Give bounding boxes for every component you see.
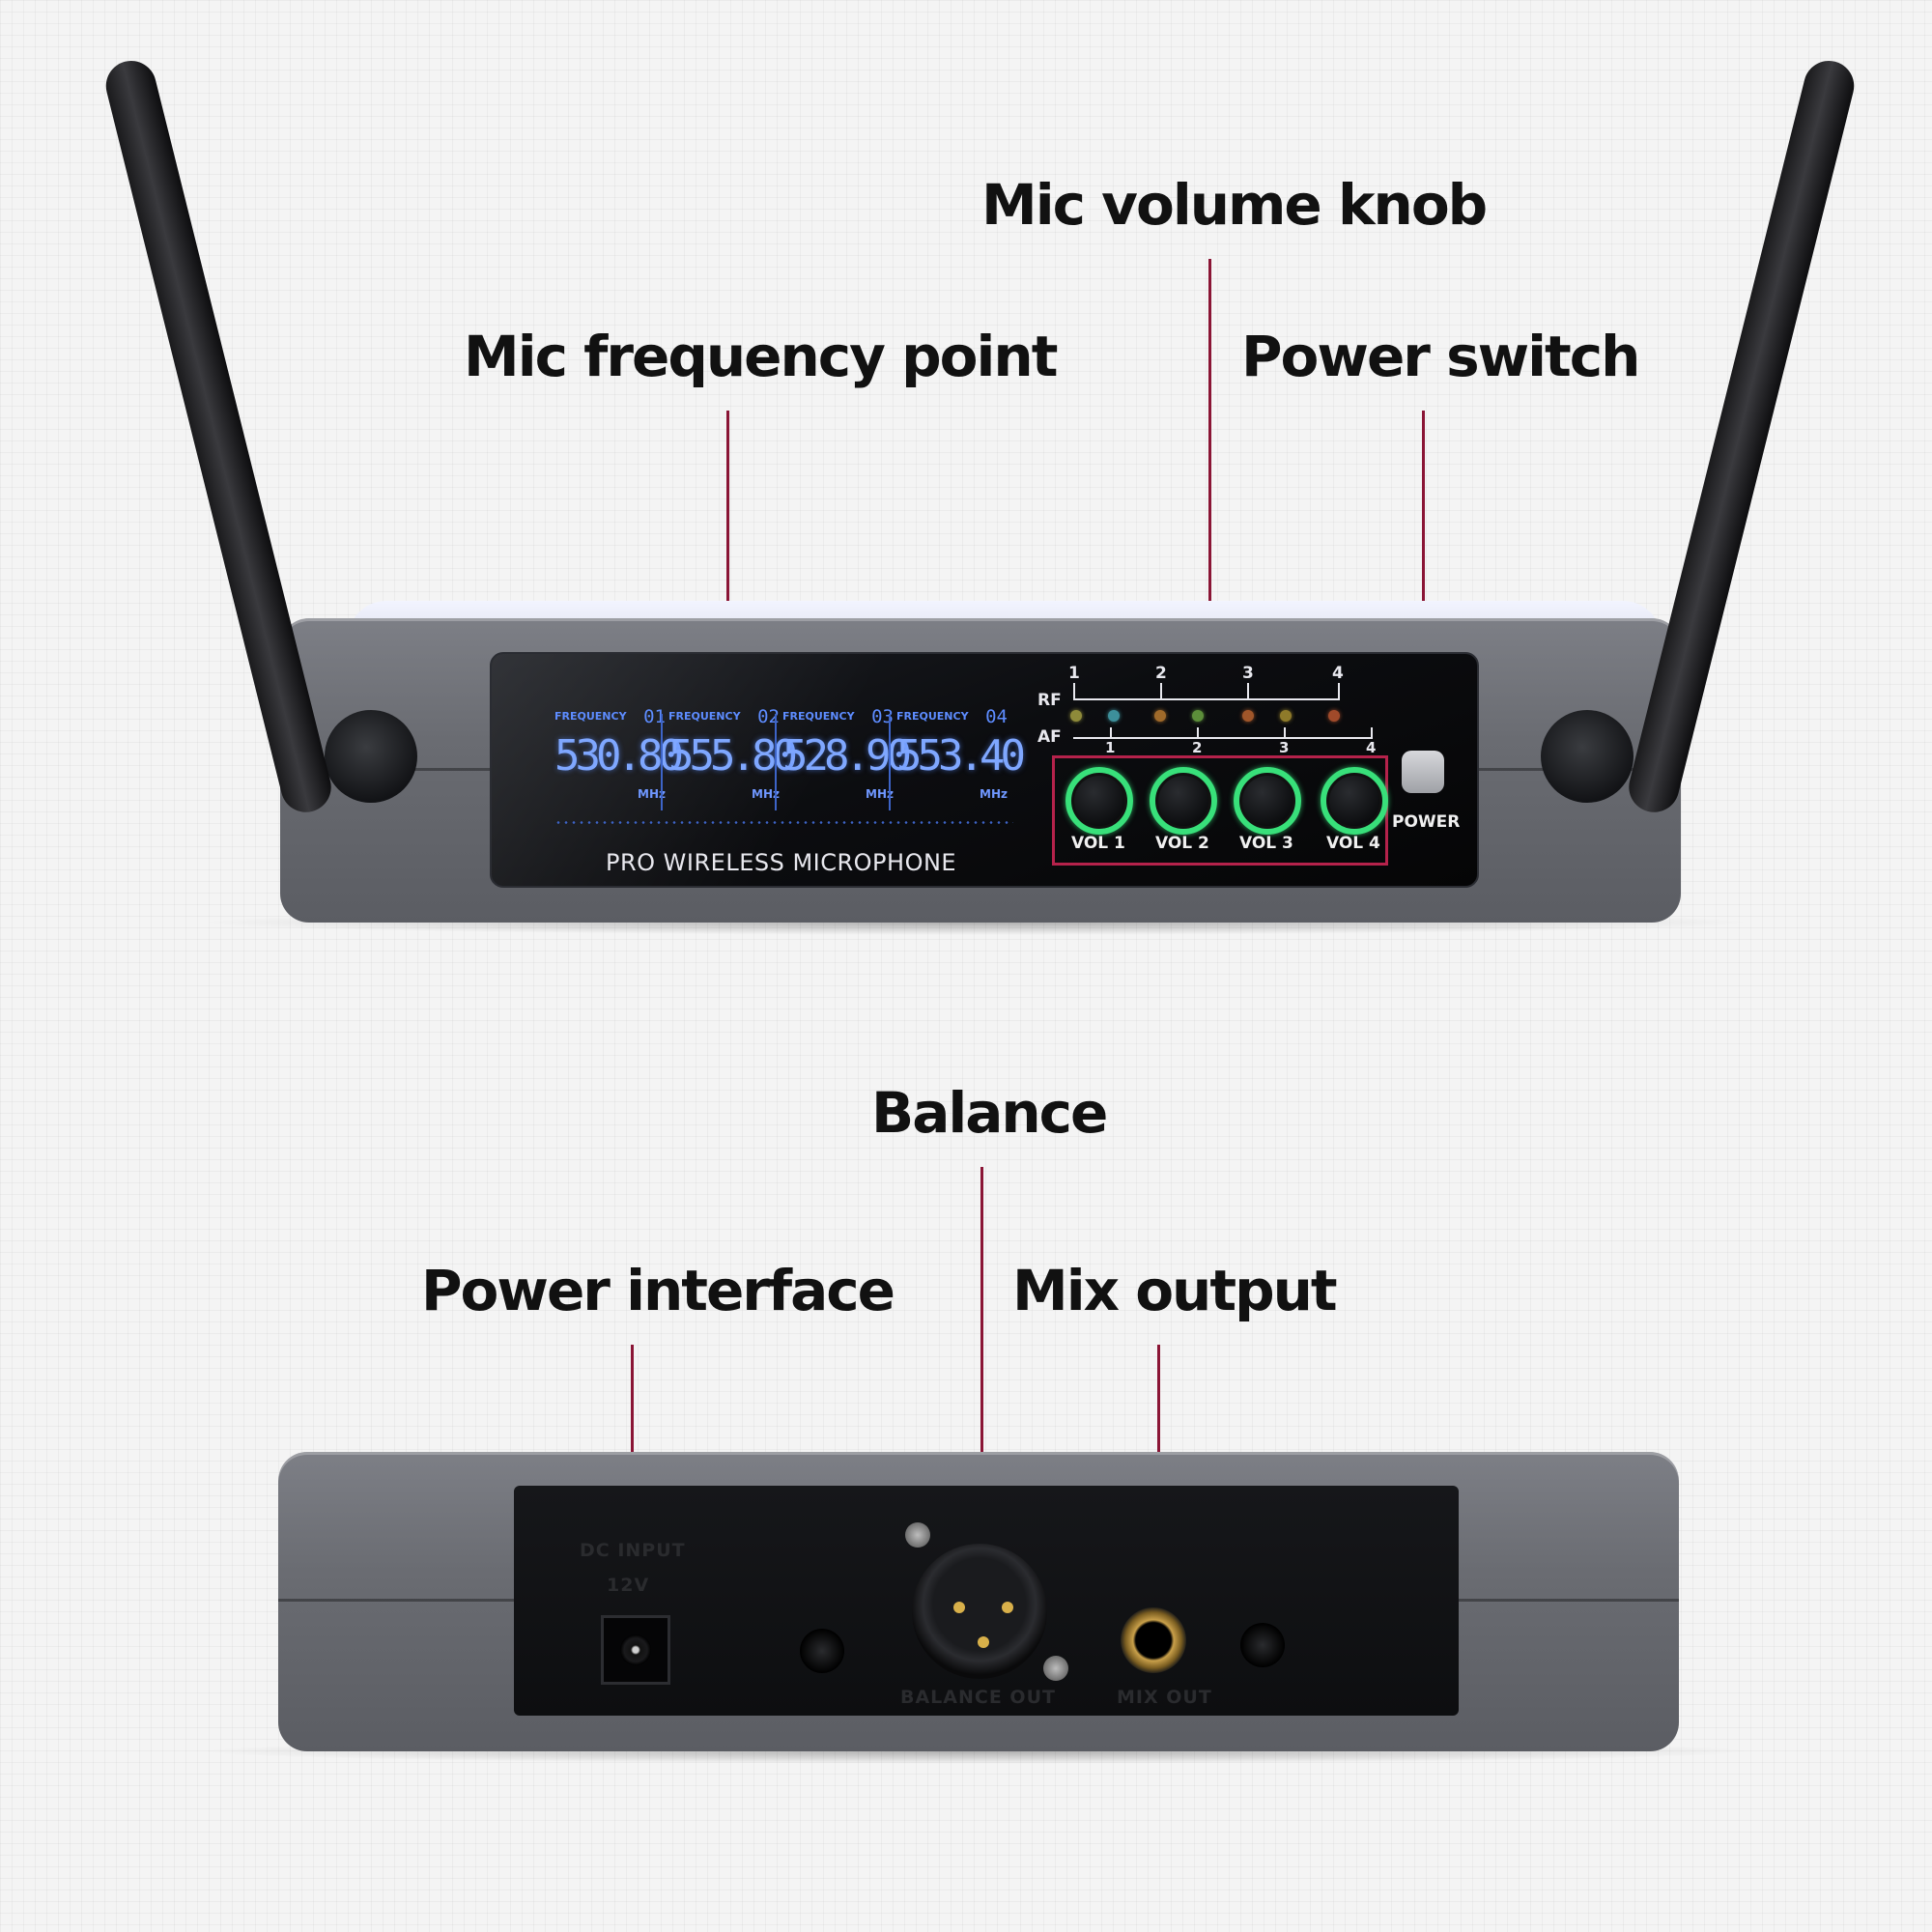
mix-out-label: MIX OUT [1117,1687,1212,1708]
ground-port [1240,1623,1285,1667]
rf-scale-tick [1073,683,1075,700]
dc-power-jack[interactable] [601,1615,670,1685]
volume-knob-label: VOL 2 [1155,834,1209,853]
dc-input-label: DC INPUT [580,1540,686,1561]
rear-seam-left [278,1599,515,1602]
callout-mic-frequency-point: Mic frequency point [464,324,1058,389]
volume-knob-label: VOL 3 [1239,834,1293,853]
channel-number: 04 [985,706,1008,727]
rf-number: 1 [1068,664,1080,683]
dc-voltage-label: 12V [607,1575,650,1596]
balance-out-label: BALANCE OUT [900,1687,1056,1708]
front-display-panel: FREQUENCY 01 530.80 MHz FREQUENCY 02 555… [490,652,1479,888]
signal-led [1280,710,1292,722]
antenna-left [100,55,337,818]
brand-label: PRO WIRELESS MICROPHONE [606,849,957,876]
display-divider [889,714,891,810]
antenna-right [1623,55,1860,818]
volume-knob-2[interactable] [1150,767,1217,835]
display-divider [661,714,663,810]
rf-number: 3 [1242,664,1254,683]
frequency-channel-2: FREQUENCY 02 555.80 MHz [668,706,798,845]
af-number: 3 [1279,739,1290,756]
af-scale-tick [1284,727,1286,739]
channel-number: 03 [871,706,894,727]
xlr-pin [978,1636,989,1648]
signal-led [1108,710,1120,722]
channel-number: 02 [757,706,780,727]
leader-power-switch [1422,411,1425,753]
rf-scale-tick [1247,683,1249,700]
rf-number: 2 [1155,664,1167,683]
frequency-channel-4: FREQUENCY 04 553.40 MHz [896,706,1026,845]
signal-led [1154,710,1166,722]
callout-power-switch: Power switch [1241,324,1640,389]
frequency-label: FREQUENCY [782,710,855,723]
rf-number: 4 [1332,664,1344,683]
mix-output-jack[interactable] [1121,1607,1186,1673]
af-scale-tick [1197,727,1199,739]
frequency-channel-1: FREQUENCY 01 530.80 MHz [554,706,684,845]
xlr-pin [953,1602,965,1613]
volume-knob-label: VOL 4 [1326,834,1380,853]
af-scale-tick [1110,727,1112,739]
leader-balance [980,1167,983,1524]
signal-led [1192,710,1204,722]
frequency-label: FREQUENCY [554,710,627,723]
af-scale-tick [1371,727,1373,739]
power-label: POWER [1392,812,1461,832]
frequency-value: 553.40 [896,731,1026,781]
rf-label: RF [1037,691,1062,710]
xlr-pin [1002,1602,1013,1613]
af-number: 1 [1105,739,1116,756]
aux-port [800,1629,844,1673]
frequency-unit: MHz [638,787,666,801]
frequency-label: FREQUENCY [668,710,741,723]
callout-mix-output: Mix output [1012,1258,1338,1323]
leader-mic-frequency-point [726,411,729,689]
signal-led [1070,710,1082,722]
xlr-balance-output[interactable] [912,1544,1047,1679]
volume-knob-3[interactable] [1234,767,1301,835]
af-label: AF [1037,727,1062,747]
display-divider [775,714,777,810]
callout-mic-volume-knob: Mic volume knob [981,172,1488,238]
rf-scale-line [1073,698,1339,700]
frequency-unit: MHz [866,787,894,801]
power-button[interactable] [1402,751,1444,793]
frequency-unit: MHz [980,787,1008,801]
panel-gloss [492,654,1083,886]
rear-connector-panel: DC INPUT 12V BALANCE OUT MIX OUT [514,1486,1459,1716]
display-dotted-rule [554,821,1013,824]
antenna-base-right [1541,710,1634,803]
rf-scale-tick [1160,683,1162,700]
frequency-channel-3: FREQUENCY 03 528.90 MHz [782,706,912,845]
dc-jack-pin [620,1634,651,1665]
rf-scale-tick [1338,683,1340,700]
leader-mic-volume-knob [1208,259,1211,756]
callout-balance: Balance [871,1080,1108,1146]
signal-led [1242,710,1254,722]
xlr-screw-top [905,1522,930,1548]
channel-number: 01 [643,706,666,727]
volume-knob-4[interactable] [1321,767,1388,835]
signal-led [1328,710,1340,722]
frequency-label: FREQUENCY [896,710,969,723]
volume-knob-label: VOL 1 [1071,834,1125,853]
rear-seam-right [1459,1599,1679,1602]
antenna-base-left [325,710,417,803]
af-number: 2 [1192,739,1203,756]
frequency-unit: MHz [752,787,780,801]
af-scale-line [1073,737,1373,739]
xlr-screw-bottom [1043,1656,1068,1681]
volume-knob-1[interactable] [1065,767,1133,835]
callout-power-interface: Power interface [421,1258,895,1323]
af-number: 4 [1366,739,1377,756]
